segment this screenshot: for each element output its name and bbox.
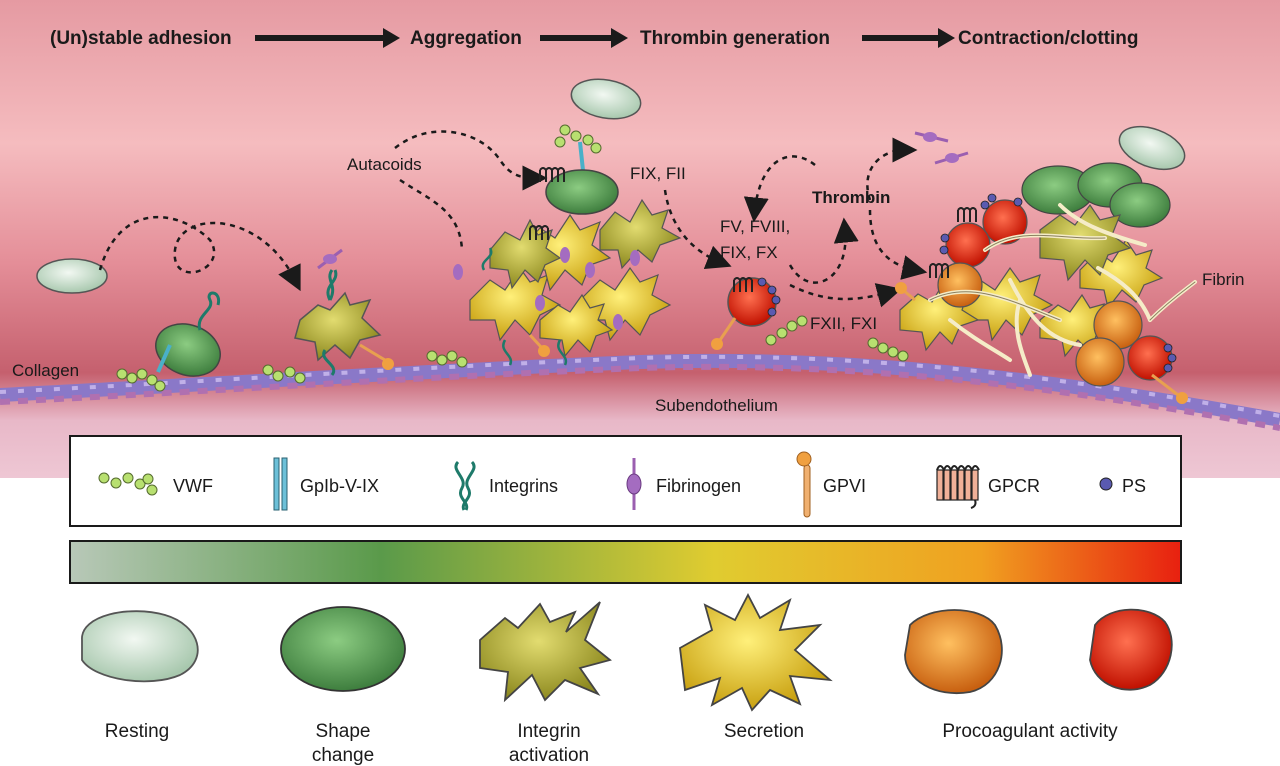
- resting-platelet-floating: [36, 258, 108, 294]
- procoagulant-orange-platelet-shape: [904, 609, 1003, 694]
- thrombin-label: Thrombin: [812, 188, 890, 207]
- integrin-2: [326, 269, 338, 301]
- ps-dots-1: [757, 277, 781, 317]
- dashed-path-autacoids-up: [394, 130, 548, 191]
- subendothelium-label: Subendothelium: [655, 396, 778, 415]
- fix-fii-label: FIX, FII: [630, 164, 686, 183]
- gpib-receptor-1: [156, 344, 172, 373]
- gpvi-icon: [796, 451, 812, 518]
- stage-header: (Un)stable adhesion Aggregation Thrombin…: [50, 28, 1138, 49]
- vwf-multimer-3: [554, 124, 602, 154]
- platelet-state-labels: Resting Shape change Integrin activation…: [105, 721, 1118, 766]
- stage-label-aggregation: Aggregation: [410, 28, 522, 49]
- stage-arrowhead-1: [383, 28, 400, 48]
- shape-change-platelet-shape: [280, 606, 406, 692]
- fibrinogen-free: [914, 131, 969, 165]
- dashed-path-adhesion: [98, 215, 301, 292]
- state-label-integrin-1: Integrin: [517, 721, 580, 742]
- integrin-icon: [454, 460, 476, 511]
- dashed-path-thrombin-back: [743, 155, 816, 223]
- resting-platelet-top: [570, 78, 642, 120]
- integrin-3: [322, 349, 336, 376]
- clot-mass: [899, 162, 1173, 387]
- collagen-label: Collagen: [12, 361, 79, 380]
- integrin-activation-platelet-shape: [479, 601, 612, 703]
- vwf-multimer-4: [426, 350, 468, 368]
- gpvi-1: [359, 343, 394, 370]
- activation-gradient-bar: [69, 540, 1182, 584]
- stage-label-adhesion: (Un)stable adhesion: [50, 28, 232, 49]
- collagen-fiber: [0, 353, 1280, 431]
- dashed-path-autacoids-down: [399, 178, 464, 251]
- ps-icon: [1099, 477, 1113, 491]
- procoagulant-red-platelet-shape: [1089, 608, 1173, 691]
- gpcr-icon: [936, 465, 980, 509]
- state-label-integrin-2: activation: [509, 745, 589, 766]
- state-label-procoagulant: Procoagulant activity: [942, 721, 1118, 742]
- resting-platelet-shape: [81, 610, 199, 683]
- gpcr-2: [529, 225, 549, 240]
- gpvi-3: [711, 317, 737, 350]
- autacoids-label: Autacoids: [347, 155, 422, 174]
- stage-arrowhead-2: [611, 28, 628, 48]
- dashed-loop-thrombin: [788, 217, 859, 284]
- stage-label-contraction: Contraction/clotting: [958, 28, 1138, 49]
- gpcr-1: [539, 167, 565, 182]
- resting-platelet-right: [1118, 125, 1186, 171]
- ps-dots-clot: [939, 193, 1177, 373]
- fxii-fxi-label: FXII, FXI: [810, 314, 877, 333]
- fibrin-label: Fibrin: [1202, 270, 1245, 289]
- integrin-1: [197, 291, 221, 331]
- fix-fx-label: FIX, FX: [720, 243, 778, 262]
- dashed-path-to-clot: [868, 209, 928, 280]
- state-label-secretion: Secretion: [724, 721, 804, 742]
- fibrinogen-icon: [626, 458, 642, 510]
- vwf-multimer-5: [765, 315, 808, 346]
- shape-change-platelet-top: [545, 169, 619, 215]
- vwf-multimer-6: [867, 337, 909, 362]
- gpvi-clot: [895, 282, 1188, 404]
- integrin-activated-platelet-1: [294, 291, 382, 362]
- legend-label-ps: PS: [1122, 476, 1146, 496]
- state-label-shape-2: change: [312, 745, 374, 766]
- vwf-multimer-2: [262, 364, 306, 384]
- gpib-icon: [273, 457, 288, 511]
- stage-arrowhead-3: [938, 28, 955, 48]
- fibrin-strands-outline: [929, 234, 1196, 321]
- state-label-resting: Resting: [105, 721, 169, 742]
- legend-box: [69, 435, 1182, 527]
- gpvi-2: [528, 333, 550, 357]
- legend-label-gpcr: GPCR: [988, 476, 1040, 496]
- stage-label-thrombin: Thrombin generation: [640, 28, 830, 49]
- legend-label-vwf: VWF: [173, 476, 213, 496]
- secretion-platelet-shape: [679, 593, 833, 712]
- dashed-path-fxii: [789, 283, 903, 308]
- vwf-icon: [98, 472, 158, 496]
- vwf-multimer-1: [116, 368, 166, 392]
- legend-label-gpib: GpIb-V-IX: [300, 476, 379, 496]
- dashed-path-fix-fii: [663, 189, 732, 269]
- state-label-shape-1: Shape: [316, 721, 371, 742]
- gpcr-4: [929, 207, 977, 278]
- fv-fviii-label: FV, FVIII,: [720, 217, 790, 236]
- shape-change-platelet-adhering: [155, 323, 221, 377]
- legend-label-fibrinogen: Fibrinogen: [656, 476, 741, 496]
- legend-label-integrins: Integrins: [489, 476, 558, 496]
- legend-label-gpvi: GPVI: [823, 476, 866, 496]
- fibrinogen-1: [317, 248, 343, 270]
- gpcr-3: [733, 277, 753, 292]
